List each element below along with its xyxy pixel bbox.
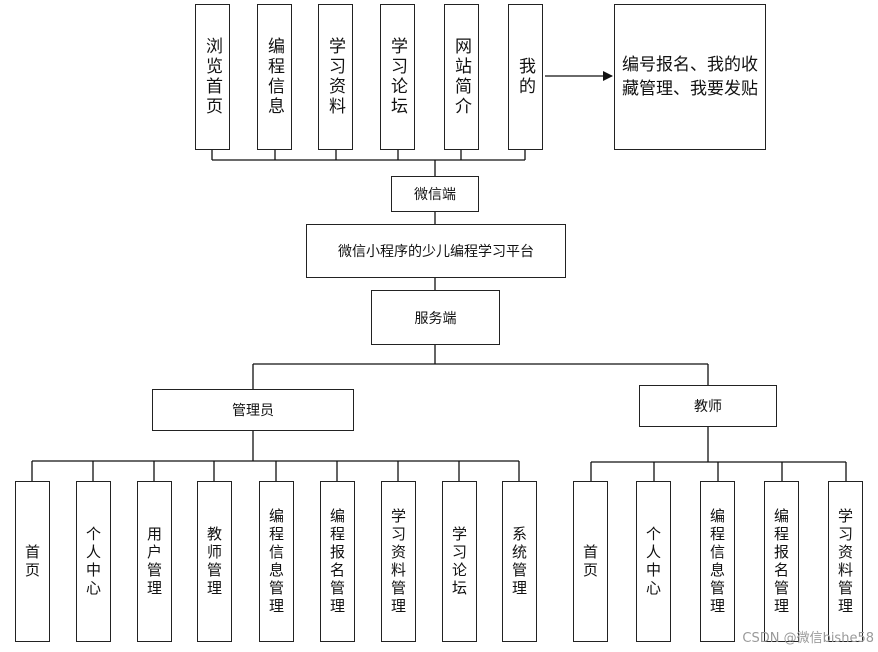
admin-module-registration-management: 编程报名管理 xyxy=(320,481,355,642)
teacher-module-personal-center: 个人中心 xyxy=(636,481,671,642)
teacher-module-programming-info-management: 编程信息管理 xyxy=(700,481,735,642)
teacher-module-registration-management: 编程报名管理 xyxy=(764,481,799,642)
top-module-site-intro: 网站简介 xyxy=(444,4,479,150)
top-module-learning-forum: 学习论坛 xyxy=(380,4,415,150)
admin-module-learning-forum: 学习论坛 xyxy=(442,481,477,642)
top-module-programming-info: 编程信息 xyxy=(257,4,292,150)
teacher-module-home: 首页 xyxy=(573,481,608,642)
csdn-watermark: CSDN @微信bishe58 xyxy=(742,631,874,646)
my-features-box: 编号报名、我的收藏管理、我要发贴 xyxy=(614,4,766,150)
admin-module-user-management: 用户管理 xyxy=(137,481,172,642)
admin-module-personal-center: 个人中心 xyxy=(76,481,111,642)
admin-module-teacher-management: 教师管理 xyxy=(197,481,232,642)
top-module-browse-home: 浏览首页 xyxy=(195,4,230,150)
top-module-learning-materials: 学习资料 xyxy=(318,4,353,150)
admin-node: 管理员 xyxy=(152,389,354,431)
server-node: 服务端 xyxy=(371,290,500,345)
admin-module-programming-info-management: 编程信息管理 xyxy=(259,481,294,642)
teacher-node: 教师 xyxy=(639,385,777,427)
platform-node: 微信小程序的少儿编程学习平台 xyxy=(306,224,566,278)
teacher-module-materials-management: 学习资料管理 xyxy=(828,481,863,642)
admin-module-home: 首页 xyxy=(15,481,50,642)
admin-module-system-management: 系统管理 xyxy=(502,481,537,642)
admin-module-materials-management: 学习资料管理 xyxy=(381,481,416,642)
client-node: 微信端 xyxy=(391,176,479,212)
top-module-mine: 我的 xyxy=(508,4,543,150)
